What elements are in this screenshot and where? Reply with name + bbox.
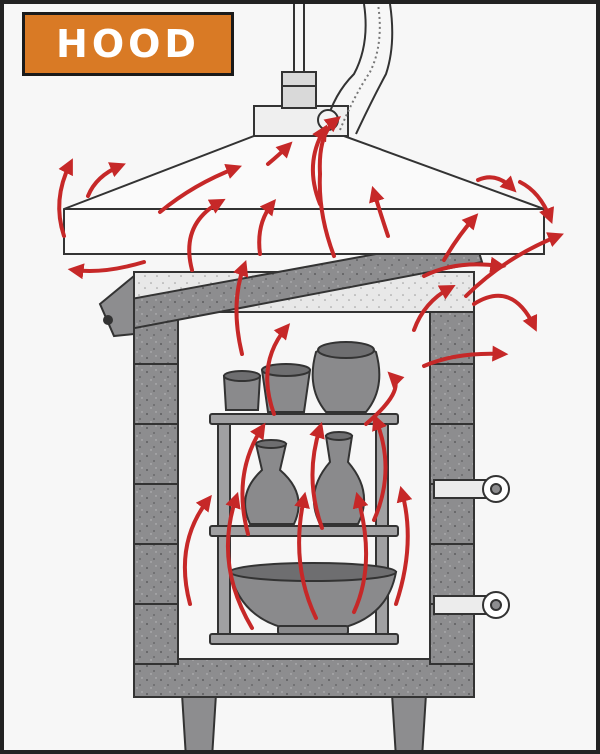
pottery [222,341,398,635]
burner-ports [433,475,510,619]
lid-hinge [103,315,113,325]
vase-right [313,435,365,525]
title-badge: HOOD [22,12,234,76]
kiln-legs [180,693,428,750]
kiln-shelves [209,413,399,645]
flexible-vent-hose [317,4,394,135]
upper-burner-port [433,475,510,503]
kiln-base [133,658,475,698]
middle-shelf [209,525,399,537]
kiln-lid [98,234,484,338]
top-shelf [209,413,399,425]
vase-left [244,443,300,525]
heat-arrows [57,116,564,630]
kiln-hood-illustration [57,4,564,750]
exhaust-duct [281,71,317,109]
bottom-shelf [209,633,399,645]
title-text: HOOD [56,22,200,66]
lower-burner-port [433,591,510,619]
